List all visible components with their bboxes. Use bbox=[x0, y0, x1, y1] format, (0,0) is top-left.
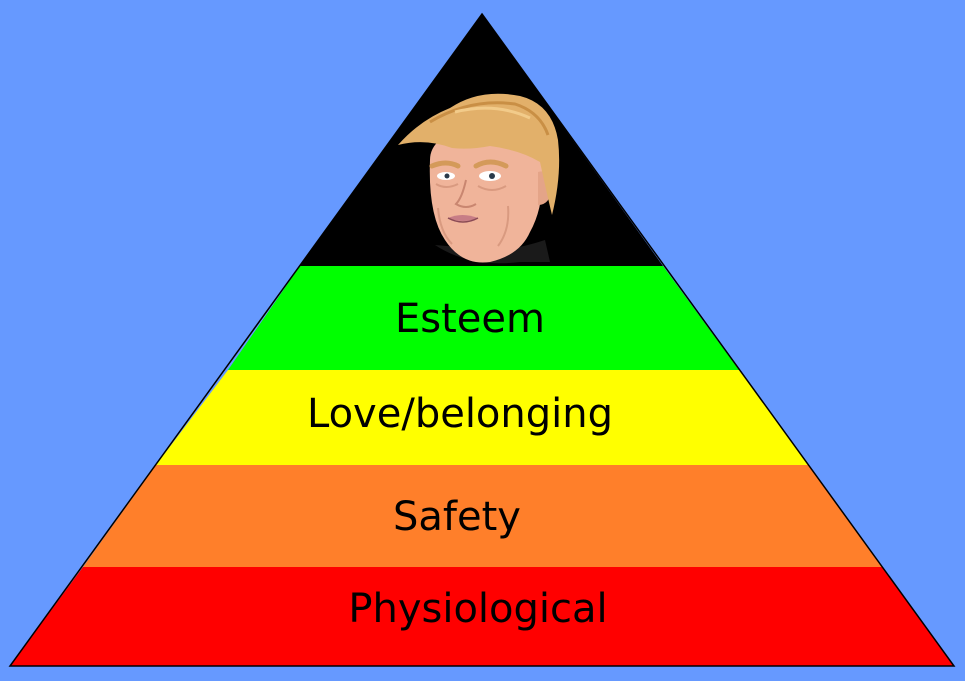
esteem-label: Esteem bbox=[395, 296, 545, 342]
tier-safety bbox=[83, 465, 882, 567]
caricature-face-image bbox=[398, 93, 560, 264]
physiological-label: Physiological bbox=[348, 586, 607, 632]
love-belonging-label: Love/belonging bbox=[307, 391, 613, 437]
tier-esteem bbox=[228, 266, 739, 370]
tier-love-belonging bbox=[156, 370, 808, 465]
safety-label: Safety bbox=[393, 494, 521, 540]
tier-physiological bbox=[10, 567, 954, 666]
pyramid-outline bbox=[8, 12, 956, 667]
